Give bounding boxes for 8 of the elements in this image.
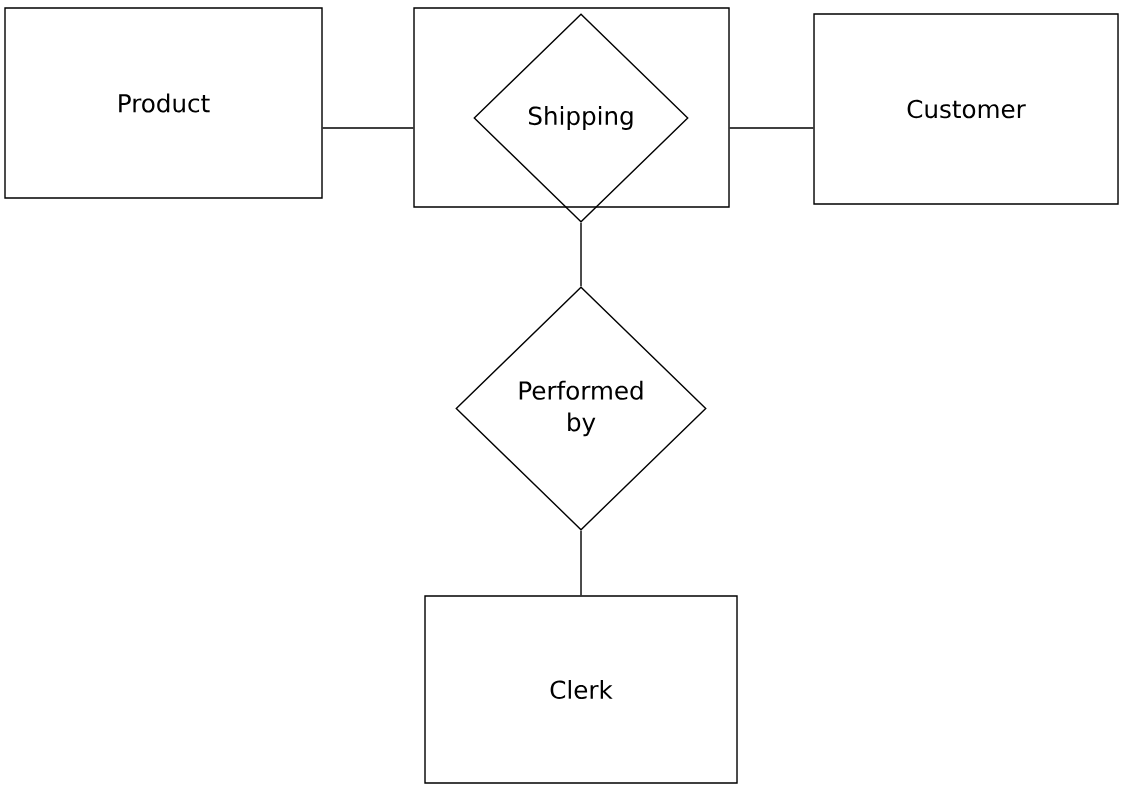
connector-line — [729, 127, 814, 129]
connector-line — [580, 530, 582, 596]
entity-box: Customer — [813, 13, 1119, 205]
connector-line — [580, 222, 582, 287]
entity-box: Clerk — [424, 595, 738, 784]
aggregation-box — [413, 7, 730, 208]
entity-box: Product — [4, 7, 323, 199]
connector-line — [322, 127, 414, 129]
